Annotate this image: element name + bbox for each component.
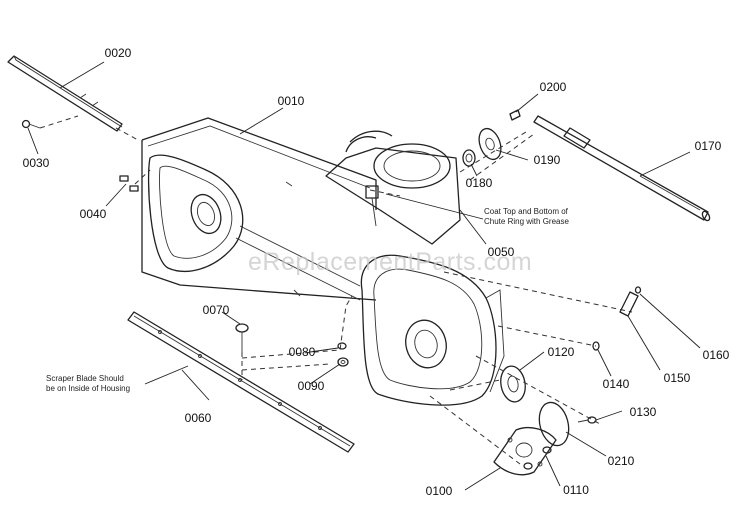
washer-0140-part: [592, 341, 600, 351]
carriage-bolt-part: [235, 323, 249, 352]
leader-lines: [27, 61, 701, 491]
part-label-0120: 0120: [547, 345, 575, 359]
scraper-note: Scraper Blade Should be on Inside of Hou…: [46, 374, 131, 393]
part-label-0170: 0170: [694, 139, 722, 153]
scraper-blade-part: [127, 311, 355, 453]
part-label-0040: 0040: [79, 207, 107, 221]
grease-note: Coat Top and Bottom of Chute Ring with G…: [484, 207, 569, 226]
nut-0080-part: [337, 342, 347, 350]
part-label-0200: 0200: [539, 80, 567, 94]
nut-0090-part: [337, 357, 349, 367]
part-label-0210: 0210: [607, 454, 635, 468]
part-label-0140: 0140: [602, 377, 630, 391]
bolt-0130-part: [577, 416, 597, 424]
flange-plate-0100-part: [493, 426, 557, 476]
pin-0160-part: [634, 286, 642, 294]
part-label-0080: 0080: [288, 345, 316, 359]
watermark-text: eReplacementParts.com: [248, 248, 533, 276]
part-label-0020: 0020: [104, 46, 132, 60]
nut-0110-part: [523, 446, 552, 470]
cover-plate-0210-part: [538, 401, 570, 447]
angle-bar-part: [7, 55, 123, 132]
bearing-0120-part: [500, 365, 526, 403]
bearing-0180-part: [462, 149, 476, 167]
part-label-0150: 0150: [663, 371, 691, 385]
bearing-flange-0190-part: [478, 127, 502, 161]
part-label-0160: 0160: [702, 348, 730, 362]
part-label-0060: 0060: [184, 411, 212, 425]
part-label-0190: 0190: [533, 153, 561, 167]
part-label-0110: 0110: [563, 483, 589, 497]
part-label-0090: 0090: [297, 379, 325, 393]
part-label-0050: 0050: [487, 245, 515, 259]
screw-0200-part: [509, 109, 521, 121]
part-label-0010: 0010: [277, 94, 305, 108]
key-0150-part: [619, 291, 639, 317]
auger-shaft-part: [533, 115, 711, 222]
part-label-0070: 0070: [202, 303, 230, 317]
part-label-0100: 0100: [425, 484, 453, 498]
part-label-0180: 0180: [465, 176, 493, 190]
part-label-0130: 0130: [629, 405, 657, 419]
part-label-0030: 0030: [22, 156, 50, 170]
bolt-0030-part: [21, 119, 41, 129]
clip-0040-part: [119, 175, 139, 192]
auger-housing-part: [141, 117, 505, 406]
